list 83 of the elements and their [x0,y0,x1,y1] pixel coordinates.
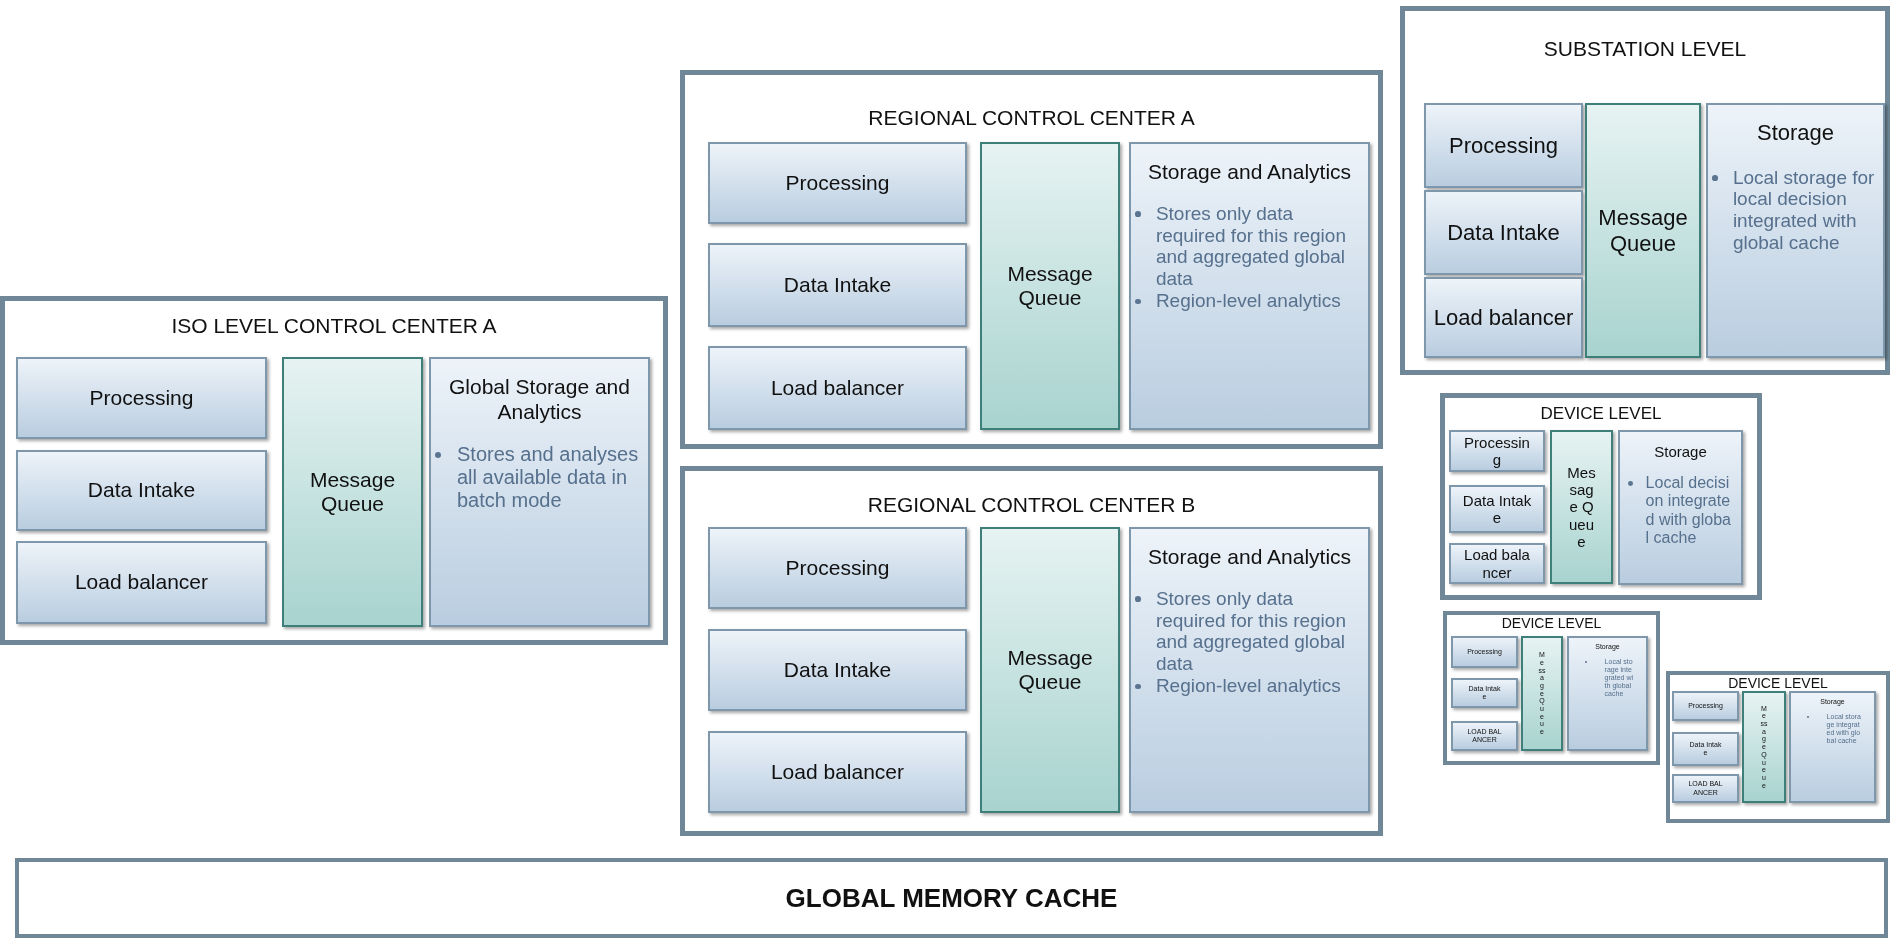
queue-box [980,142,1120,430]
level-panel [1440,393,1762,600]
queue-box [980,527,1120,813]
component-box [708,527,967,609]
box-label: Processing [785,555,890,581]
component-box [708,142,967,224]
component-box [1451,636,1518,668]
box-label: Processing [1449,132,1558,159]
storage-box [1706,103,1885,358]
storage-box [1789,691,1876,803]
component-box [708,629,967,711]
box-label: Data Intake [1447,219,1560,246]
panel-title: DEVICE LEVEL [1727,674,1829,691]
component-box [1424,103,1583,188]
component-box [1449,485,1545,533]
box-label: Message Queue [1597,205,1689,256]
bullet-text: Stores and analyses all available data in batch mode [457,442,640,512]
panel-title: ISO LEVEL CONTROL CENTER A [170,314,498,339]
storage-box [1129,142,1370,430]
component-box [16,450,267,531]
component-box [1672,774,1739,803]
storage-box [429,357,650,627]
storage-heading: Storage and Analytics [1146,158,1353,184]
box-label: Load balancer [74,570,209,595]
box-label: Processing [785,170,890,196]
box-label: Data Intake [783,272,892,298]
queue-box [1742,691,1786,803]
level-panel [1400,6,1890,375]
bullet-text: Local decision integrated with global cache [1645,474,1732,548]
box-label: Load balancer [770,759,905,785]
box-label: Data Intake [1461,491,1533,527]
level-panel [0,296,668,645]
box-label: Load balancer [1433,304,1574,331]
storage-box [1567,636,1648,751]
component-box [16,541,267,624]
panel-title: REGIONAL CONTROL CENTER A [867,106,1196,131]
component-box [1449,543,1545,584]
box-label: Load balancer [770,375,905,401]
box-label: Message Queue [1567,463,1596,551]
box-label: Data Intake [87,478,196,503]
component-box [16,357,267,439]
panel-title: SUBSTATION LEVEL [1542,37,1748,62]
component-box [1672,691,1739,721]
bullet-text: Stores only data required for this region and aggregated global data [1155,202,1347,291]
component-box [708,243,967,327]
cache-label: GLOBAL MEMORY CACHE [785,882,1118,914]
panel-title: DEVICE LEVEL [1500,614,1603,631]
level-panel [680,466,1383,836]
box-label: Data Intake [783,657,892,683]
component-box [1451,721,1518,751]
component-box [1672,732,1739,766]
component-box [708,731,967,813]
bullet-text: Region-level analytics [1155,675,1341,697]
queue-box [1585,103,1701,358]
component-box [1449,430,1545,472]
storage-box [1129,527,1370,813]
box-label: Message Queue [1006,261,1094,311]
box-label: Load balancer [1463,546,1531,581]
box-label: Message Queue [308,467,397,517]
bullet-text: Region-level analytics [1155,290,1341,312]
storage-box [1618,430,1743,585]
component-box [708,346,967,430]
box-label: Processing [1463,433,1531,469]
storage-heading: Storage [1755,120,1836,147]
box-label: Message Queue [1006,645,1094,695]
level-panel [1443,611,1660,765]
queue-box [1521,636,1563,751]
storage-heading: Storage [1653,442,1708,461]
queue-box [1550,430,1613,584]
level-panel [680,70,1383,449]
component-box [1424,277,1583,358]
box-label: Processing [89,385,194,411]
bullet-text: Local storage for local decision integrated with global cache [1732,166,1876,254]
component-box [1424,190,1583,275]
bullet-text: Stores only data required for this region and aggregated global data [1155,587,1347,676]
level-panel [1666,671,1890,823]
panel-title: REGIONAL CONTROL CENTER B [866,493,1197,518]
panel-title: DEVICE LEVEL [1539,403,1663,424]
storage-heading: Storage and Analytics [1146,543,1353,569]
cache-bar [15,858,1888,938]
storage-heading: Global Storage and Analytics [448,373,631,425]
queue-box [282,357,423,627]
component-box [1451,678,1518,708]
